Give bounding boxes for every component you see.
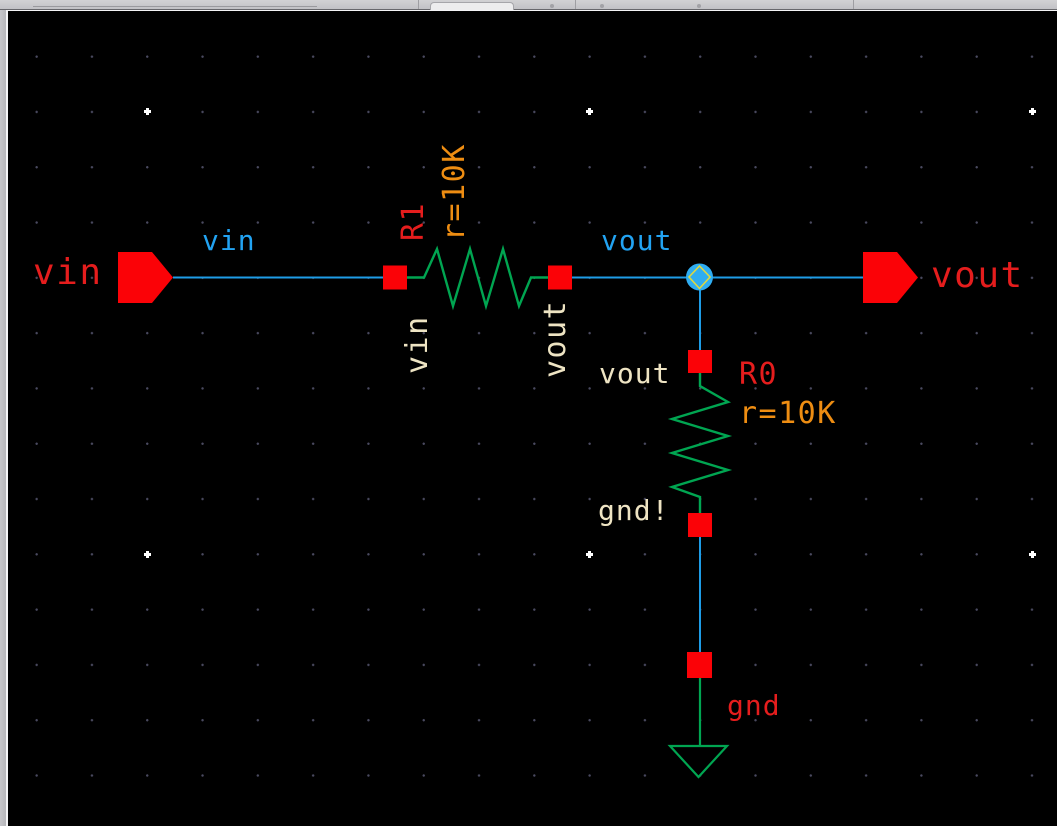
junction-diamond-icon <box>687 264 712 290</box>
panel-edge-highlight <box>6 10 8 826</box>
toolbar-separator <box>853 0 854 9</box>
r0-terminal-top-net-label[interactable]: vout <box>599 357 671 390</box>
schematic-canvas[interactable] <box>8 11 1057 826</box>
canvas-top-highlight <box>7 10 1057 11</box>
ground-symbol[interactable] <box>667 666 730 779</box>
r0-terminal-bottom-net-label[interactable]: gnd! <box>598 494 670 527</box>
junction-dot[interactable] <box>686 263 713 291</box>
toolbar-separator <box>575 0 576 9</box>
toolbar-button-remnant <box>697 4 701 8</box>
r1-terminal-right-square[interactable] <box>548 265 572 290</box>
r0-ref-label[interactable]: R0 <box>739 357 779 392</box>
r1-terminal-right-net-label[interactable]: vout <box>538 299 573 378</box>
toolbar-tab[interactable] <box>430 2 514 10</box>
toolbar-separator <box>418 0 419 9</box>
r1-value-label[interactable]: r=10K <box>437 143 472 241</box>
pin-vin-symbol[interactable] <box>118 252 173 303</box>
grid-major-marker <box>144 108 151 115</box>
r0-terminal-bottom-square[interactable] <box>688 513 712 537</box>
net-vin-label[interactable]: vin <box>202 224 256 257</box>
grid-major-marker <box>586 551 593 558</box>
r0-terminal-top-square[interactable] <box>688 350 712 373</box>
pin-vin-label[interactable]: vin <box>33 252 103 293</box>
pin-vout-label[interactable]: vout <box>931 255 1024 296</box>
panel-edge <box>0 10 6 826</box>
gnd-net-label[interactable]: gnd <box>727 689 781 722</box>
net-vout-label[interactable]: vout <box>601 224 673 257</box>
grid-major-marker <box>1029 108 1036 115</box>
r1-terminal-left-square[interactable] <box>383 265 407 290</box>
r0-value-label[interactable]: r=10K <box>739 396 837 431</box>
grid-major-marker <box>586 108 593 115</box>
grid-major-marker <box>1029 551 1036 558</box>
resistor-r0-symbol[interactable] <box>667 373 733 513</box>
grid-major-marker <box>144 551 151 558</box>
resistor-r1-symbol[interactable] <box>407 244 548 311</box>
toolbar-strip <box>0 0 1057 10</box>
gnd-terminal-square[interactable] <box>687 652 712 678</box>
toolbar-button-remnant <box>600 4 604 8</box>
r1-ref-label[interactable]: R1 <box>396 201 431 241</box>
toolbar-button-remnant <box>550 4 554 8</box>
pin-vout-symbol[interactable] <box>863 252 918 303</box>
toolbar-sunken-edge <box>33 6 317 7</box>
r1-terminal-left-net-label[interactable]: vin <box>400 315 435 374</box>
